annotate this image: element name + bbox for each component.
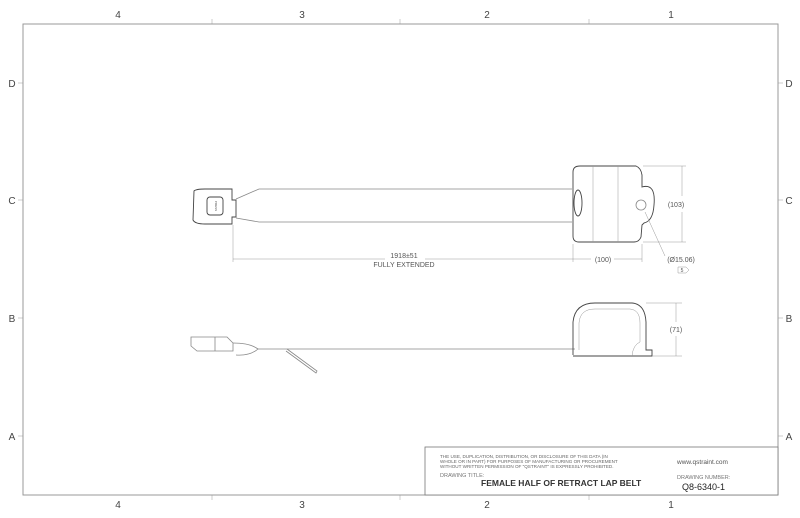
zone-row-label: A <box>786 432 793 443</box>
logo-badge <box>573 189 583 217</box>
drawing-number: Q8-6340-1 <box>682 482 725 492</box>
disclaimer-line: WHOLE OR IN PART) FOR PURPOSES OF MANUFA… <box>440 459 618 464</box>
width-dimension: (100) <box>595 257 611 264</box>
zone-ticks <box>18 19 783 500</box>
webbing <box>235 188 572 223</box>
webbing-loop <box>232 342 259 356</box>
zone-col-label: 3 <box>299 10 305 21</box>
zone-row-label: A <box>9 432 16 443</box>
hole-diameter-dimension: (Ø15.06) <box>667 257 695 264</box>
disclaimer-line: THE USE, DUPLICATION, DISTRIBUTION, OR D… <box>440 454 608 459</box>
note-flag-icon <box>677 266 690 274</box>
retractor-body <box>572 165 655 243</box>
length-note: FULLY EXTENDED <box>373 262 434 269</box>
zone-row-label: C <box>785 196 792 207</box>
note-flag-number: 5 <box>681 268 684 274</box>
buckle-side <box>190 336 234 352</box>
buckle-body <box>192 188 237 225</box>
drawing-title-label: DRAWING TITLE: <box>440 473 485 479</box>
side-view: (71) <box>190 302 682 374</box>
side-height-dimension: (71) <box>670 327 682 334</box>
sheet-border <box>22 23 779 496</box>
zone-row-label: B <box>786 314 793 325</box>
zone-col-label: 4 <box>115 500 121 511</box>
top-view: PRESS 1918±51 FULLY EXTENDED (100) (103)… <box>192 165 695 274</box>
retractor-side <box>572 302 653 357</box>
zone-row-label: D <box>8 79 15 90</box>
dimension-lines <box>232 165 686 262</box>
webbing-tail <box>285 348 318 374</box>
button-text: PRESS <box>214 201 218 211</box>
zone-row-label: B <box>9 314 16 325</box>
release-button <box>206 196 224 216</box>
zone-col-label: 3 <box>299 500 305 511</box>
drawing-number-label: DRAWING NUMBER: <box>677 475 731 481</box>
zone-row-label: C <box>8 196 15 207</box>
zone-col-label: 2 <box>484 10 490 21</box>
height-dimension: (103) <box>668 202 684 209</box>
zone-row-label: D <box>785 79 792 90</box>
title-block: THE USE, DUPLICATION, DISTRIBUTION, OR D… <box>424 446 779 496</box>
mounting-hole <box>635 199 647 211</box>
drawing-title: FEMALE HALF OF RETRACT LAP BELT <box>481 478 642 488</box>
zone-col-label: 2 <box>484 500 490 511</box>
zone-col-label: 1 <box>668 10 674 21</box>
disclaimer-line: WITHOUT WRITTEN PERMISSION OF "QSTRAINT"… <box>440 464 614 469</box>
zone-col-label: 4 <box>115 10 121 21</box>
length-dimension: 1918±51 <box>390 253 417 260</box>
website: www.qstraint.com <box>676 459 728 466</box>
zone-col-label: 1 <box>668 500 674 511</box>
